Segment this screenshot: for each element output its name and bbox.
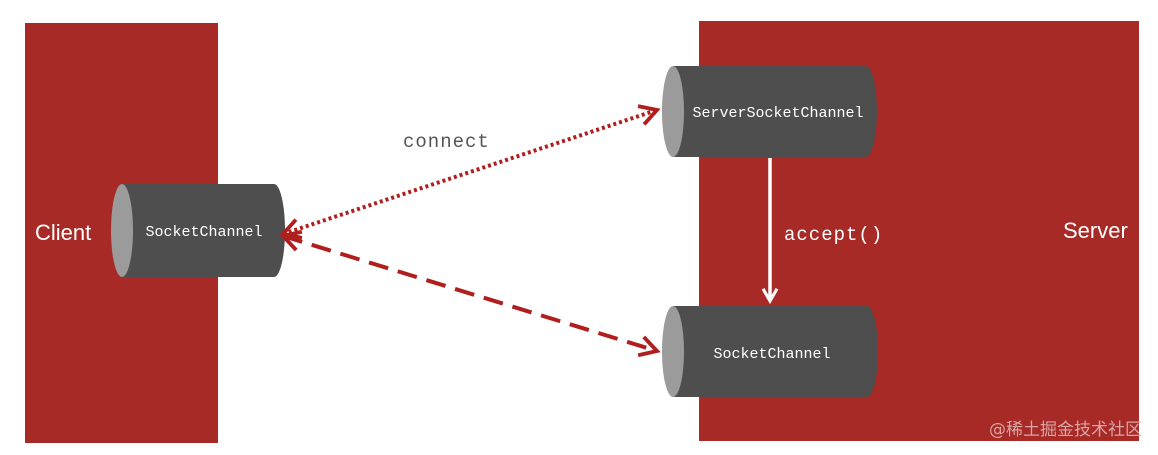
client-socketchannel-label: SocketChannel bbox=[145, 224, 262, 241]
connect-label: connect bbox=[403, 131, 490, 153]
client-server-socket-edge bbox=[279, 229, 661, 358]
accept-edge: accept() bbox=[761, 158, 883, 305]
serversocketchannel-node: ServerSocketChannel bbox=[662, 66, 877, 157]
connect-edge: connect bbox=[279, 104, 661, 240]
server-label: Server bbox=[1063, 218, 1128, 243]
accept-label: accept() bbox=[784, 224, 883, 246]
server-socketchannel-label: SocketChannel bbox=[713, 346, 830, 363]
server-socketchannel-node: SocketChannel bbox=[662, 306, 878, 397]
client-label: Client bbox=[35, 220, 91, 245]
watermark-text: @稀土掘金技术社区 bbox=[989, 420, 1142, 440]
serversocketchannel-label: ServerSocketChannel bbox=[692, 105, 863, 122]
client-socketchannel-node: SocketChannel bbox=[111, 184, 285, 277]
